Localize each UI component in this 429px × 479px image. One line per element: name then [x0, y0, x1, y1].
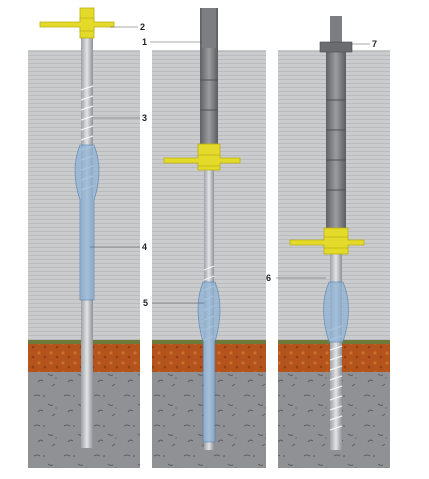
sleeve: [323, 281, 349, 343]
drive-cap: [319, 41, 353, 53]
callout-2: 2: [140, 22, 145, 32]
callout-5: 5: [143, 298, 148, 308]
drive-pipe: [326, 50, 346, 250]
callouts: 1 2 3 4 5 6 7: [90, 22, 377, 308]
callout-3: 3: [142, 113, 147, 123]
drive-tool: [289, 227, 365, 255]
sleeve: [74, 144, 100, 301]
callout-4: 4: [142, 242, 147, 252]
callout-1: 1: [142, 37, 147, 47]
stage-3-panel: [278, 16, 390, 468]
drive-tool: [163, 143, 241, 171]
stage-1-panel: [28, 7, 140, 468]
sleeve: [197, 281, 221, 443]
callout-6: 6: [266, 273, 271, 283]
drive-pipe-top: [330, 16, 342, 50]
drive-pipe-upper: [202, 8, 216, 48]
stage-2-panel: [152, 8, 266, 468]
callout-7: 7: [372, 39, 377, 49]
drive-tool: [39, 7, 115, 39]
